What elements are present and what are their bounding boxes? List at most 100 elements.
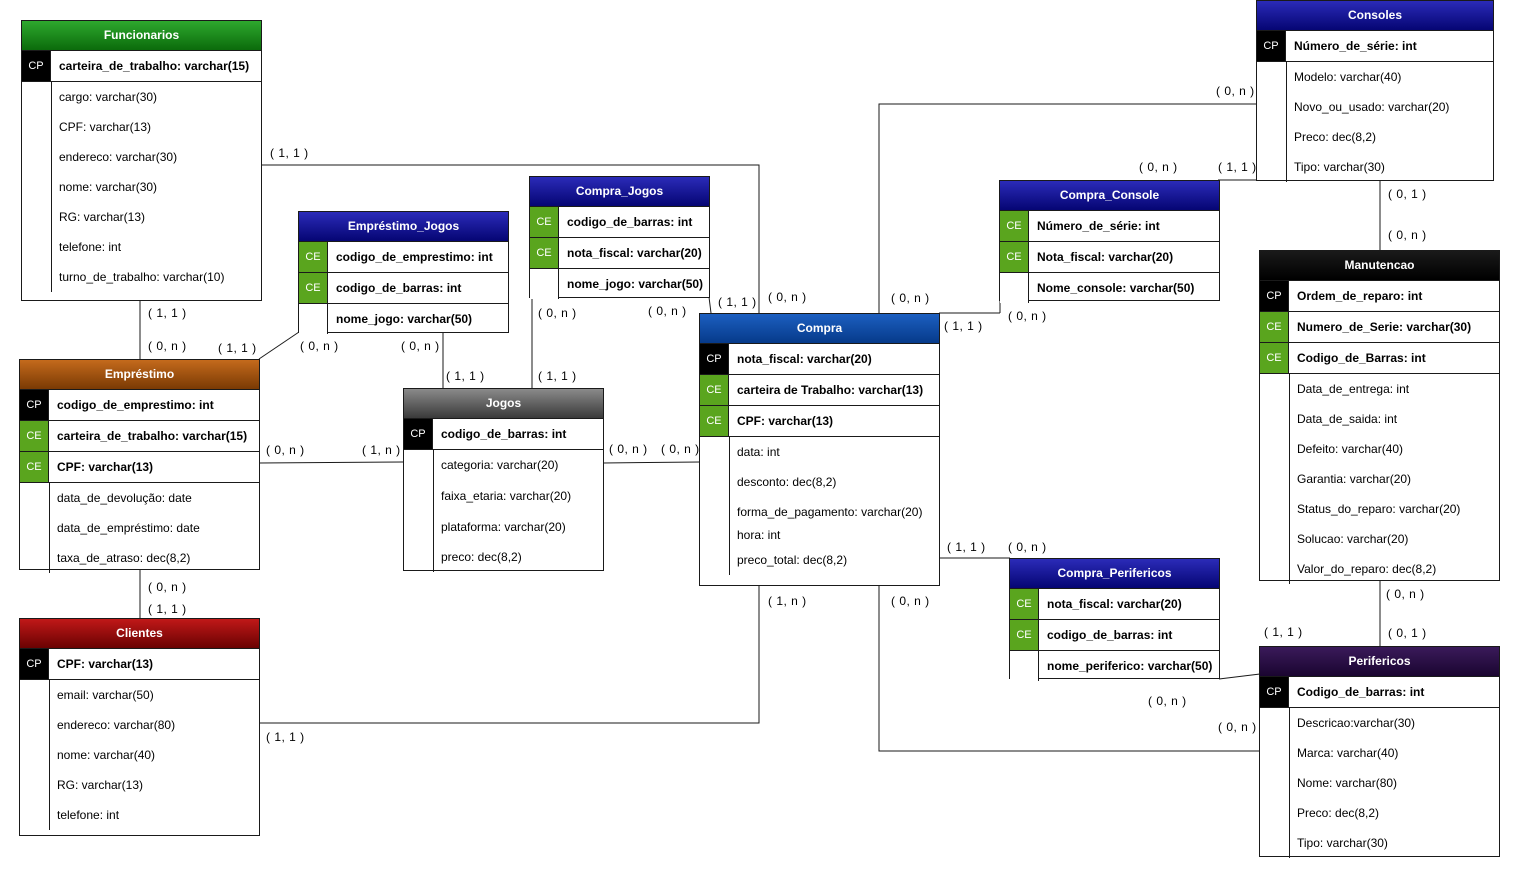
key-badge: CP: [1260, 281, 1289, 311]
cardinality-label: ( 0, n ): [300, 339, 339, 353]
key-row: CP codigo_de_barras: int: [404, 419, 603, 450]
table-funcionarios[interactable]: Funcionarios CP carteira_de_trabalho: va…: [21, 20, 262, 301]
key-row: CP Ordem_de_reparo: int: [1260, 281, 1499, 312]
gutter: [22, 82, 52, 292]
table-consoles[interactable]: Consoles CP Número_de_série: int Modelo:…: [1256, 0, 1494, 182]
key-badge: CE: [20, 452, 49, 482]
table-emprestimo-jogos[interactable]: Empréstimo_Jogos CE codigo_de_emprestimo…: [298, 211, 509, 334]
attribute: Data_de_entrega: int: [1297, 382, 1410, 396]
key-field: nome_periferico: varchar(50): [1047, 659, 1213, 673]
cardinality-label: ( 0, n ): [1148, 694, 1187, 708]
line-emprestimo-emprestimojogos: [258, 331, 300, 360]
key-field: CPF: varchar(13): [57, 657, 154, 671]
attribute: plataforma: varchar(20): [441, 520, 566, 534]
attribute: Novo_ou_usado: varchar(20): [1294, 100, 1450, 114]
key-field: Nota_fiscal: varchar(20): [1037, 250, 1174, 264]
cardinality-label: ( 0, n ): [609, 442, 648, 456]
cardinality-label: ( 0, n ): [1216, 84, 1255, 98]
cardinality-label: ( 1, 1 ): [218, 341, 257, 355]
key-badge: CE: [1000, 211, 1029, 241]
key-badge: CP: [20, 649, 49, 679]
key-field: carteira_de_trabalho: varchar(15): [57, 429, 248, 443]
gutter: [404, 450, 434, 572]
attribute: nome: varchar(40): [57, 748, 156, 762]
attribute: preco: dec(8,2): [441, 550, 522, 564]
key-badge: CP: [20, 390, 49, 420]
cardinality-label: ( 1, 1 ): [148, 306, 187, 320]
attribute: Garantia: varchar(20): [1297, 472, 1412, 486]
table-emprestimo[interactable]: Empréstimo CP codigo_de_emprestimo: int …: [19, 359, 260, 573]
table-compra[interactable]: Compra CP nota_fiscal: varchar(20) CE ca…: [699, 313, 940, 586]
table-title: Empréstimo_Jogos: [299, 212, 508, 242]
gutter: [20, 680, 50, 830]
key-field: Número_de_série: int: [1294, 39, 1417, 53]
table-manutencao[interactable]: Manutencao CP Ordem_de_reparo: int CE Nu…: [1259, 250, 1500, 584]
table-title: Clientes: [20, 619, 259, 649]
line-compra-consoles: [878, 103, 1257, 313]
line-emprestimo-jogos: [258, 461, 404, 464]
table-compra-console[interactable]: Compra_Console CE Número_de_série: int C…: [999, 180, 1220, 303]
cardinality-label: ( 0, n ): [148, 580, 187, 594]
key-field: codigo_de_barras: int: [1047, 628, 1173, 642]
table-compra-jogos[interactable]: Compra_Jogos CE codigo_de_barras: int CE…: [529, 176, 710, 299]
gutter: [700, 437, 730, 575]
attribute: Modelo: varchar(40): [1294, 70, 1402, 84]
key-row: Nome_console: varchar(50): [1000, 273, 1219, 303]
line-compra-perifericos: [878, 586, 1260, 752]
key-field: nota_fiscal: varchar(20): [567, 246, 702, 260]
cardinality-label: ( 0, n ): [891, 291, 930, 305]
gutter: [1257, 62, 1287, 182]
table-clientes[interactable]: Clientes CP CPF: varchar(13) email: varc…: [19, 618, 260, 836]
table-title: Compra_Perifericos: [1010, 559, 1219, 589]
key-field: carteira_de_trabalho: varchar(15): [59, 59, 250, 73]
attribute: data_de_empréstimo: date: [57, 521, 200, 535]
key-badge: CP: [404, 419, 433, 449]
key-row: CE codigo_de_barras: int: [1010, 620, 1219, 651]
attribute: Marca: varchar(40): [1297, 746, 1399, 760]
attribute: hora: int: [737, 528, 781, 542]
cardinality-label: ( 0, n ): [401, 339, 440, 353]
gutter: [20, 483, 50, 573]
attribute: telefone: int: [59, 240, 122, 254]
key-field: nome_jogo: varchar(50): [336, 312, 473, 326]
key-row: CE carteira_de_trabalho: varchar(15): [20, 421, 259, 452]
line-funcionarios-compra: [261, 164, 760, 313]
key-field: nota_fiscal: varchar(20): [737, 352, 872, 366]
cardinality-label: ( 1, 1 ): [944, 319, 983, 333]
table-jogos[interactable]: Jogos CP codigo_de_barras: int categoria…: [403, 388, 604, 572]
cardinality-label: ( 0, n ): [1386, 587, 1425, 601]
key-row: nome_periferico: varchar(50): [1010, 651, 1219, 681]
key-field: CPF: varchar(13): [737, 414, 834, 428]
attribute: telefone: int: [57, 808, 120, 822]
cardinality-label: ( 1, 1 ): [266, 730, 305, 744]
key-field: Nome_console: varchar(50): [1037, 281, 1195, 295]
key-row: CE codigo_de_emprestimo: int: [299, 242, 508, 273]
key-badge: CE: [1010, 620, 1039, 650]
cardinality-label: ( 0, n ): [1139, 160, 1178, 174]
attribute: Tipo: varchar(30): [1294, 160, 1385, 174]
key-row: CE Nota_fiscal: varchar(20): [1000, 242, 1219, 273]
cardinality-label: ( 1, 1 ): [148, 602, 187, 616]
attribute-list: cargo: varchar(30) CPF: varchar(13) ende…: [22, 82, 261, 292]
table-perifericos[interactable]: Perifericos CP Codigo_de_barras: int Des…: [1259, 646, 1500, 858]
key-badge: CE: [700, 375, 729, 405]
cardinality-label: ( 0, n ): [891, 594, 930, 608]
key-badge: CP: [700, 344, 729, 374]
cardinality-label: ( 1, 1 ): [538, 369, 577, 383]
key-row: CP Número_de_série: int: [1257, 31, 1493, 62]
line-clientes-compra: [259, 586, 760, 724]
key-badge: CE: [1260, 343, 1289, 373]
attribute: endereco: varchar(30): [59, 150, 178, 164]
table-compra-perifericos[interactable]: Compra_Perifericos CE nota_fiscal: varch…: [1009, 558, 1220, 681]
key-field: CPF: varchar(13): [57, 460, 154, 474]
key-row: CP nota_fiscal: varchar(20): [700, 344, 939, 375]
cardinality-label: ( 0, n ): [148, 339, 187, 353]
key-badge: [299, 304, 328, 334]
cardinality-label: ( 1, n ): [768, 594, 807, 608]
key-badge: [1010, 651, 1039, 681]
key-badge: CE: [530, 207, 559, 237]
key-field: Codigo_de_Barras: int: [1297, 351, 1426, 365]
key-field: Numero_de_Serie: varchar(30): [1297, 320, 1472, 334]
attribute: preco_total: dec(8,2): [737, 553, 848, 567]
